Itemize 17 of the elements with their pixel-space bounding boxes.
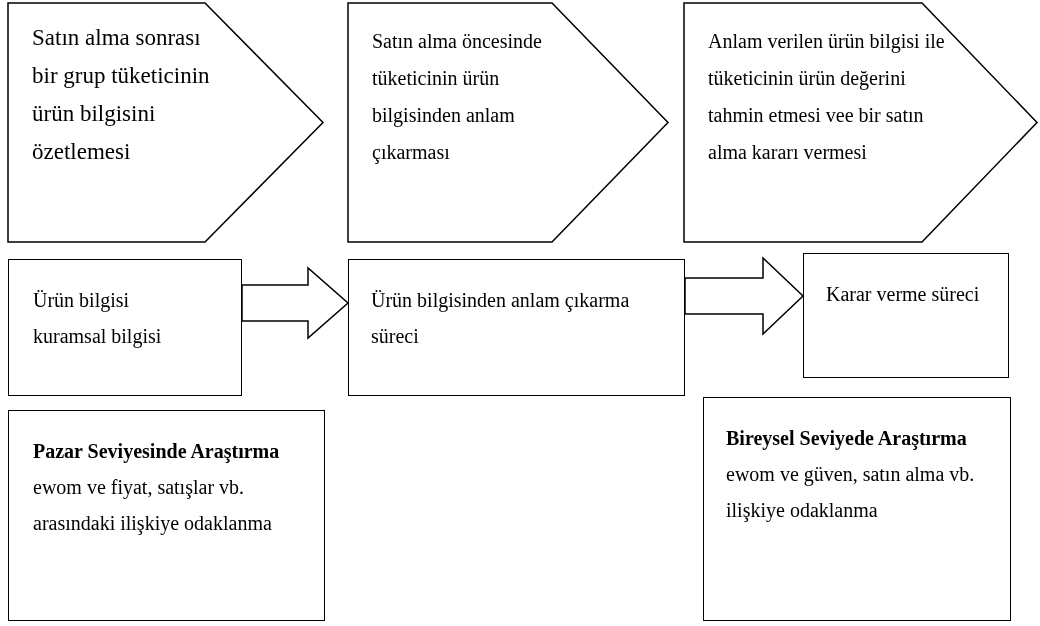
step-text: Anlam verilen ürün bilgisi ile tüketicinin ürün değerini tahmin etmesi vee bir satın alma kararı vermesi [708, 29, 946, 165]
box-text: Karar verme süreci [826, 282, 981, 307]
text-box [8, 410, 325, 621]
text-box [8, 259, 242, 396]
box-text: ewom ve güven, satın alma vb. ilişkiye odaklanma [726, 462, 976, 524]
step-text: Satın alma sonrası bir grup tüketicinin ürün bilgisini özetlemesi [32, 24, 211, 166]
box-text: Ürün bilgisinden anlam çıkarma süreci [371, 288, 631, 349]
text-box [803, 253, 1009, 378]
text-box [703, 397, 1011, 621]
box-heading: Bireysel Seviyede Araştırma [726, 426, 968, 452]
text-box [348, 259, 685, 396]
box-text: ewom ve fiyat, satışlar vb. arasındaki ilişkiye odaklanma [33, 475, 273, 537]
box-text: Ürün bilgisi kuramsal bilgisi [33, 288, 163, 350]
step-text: Satın alma öncesinde tüketicinin ürün bilgisinden anlam çıkarması [372, 29, 543, 166]
block-arrow [684, 256, 805, 336]
box-heading: Pazar Seviyesinde Araştırma [33, 439, 281, 465]
block-arrow [241, 266, 350, 340]
